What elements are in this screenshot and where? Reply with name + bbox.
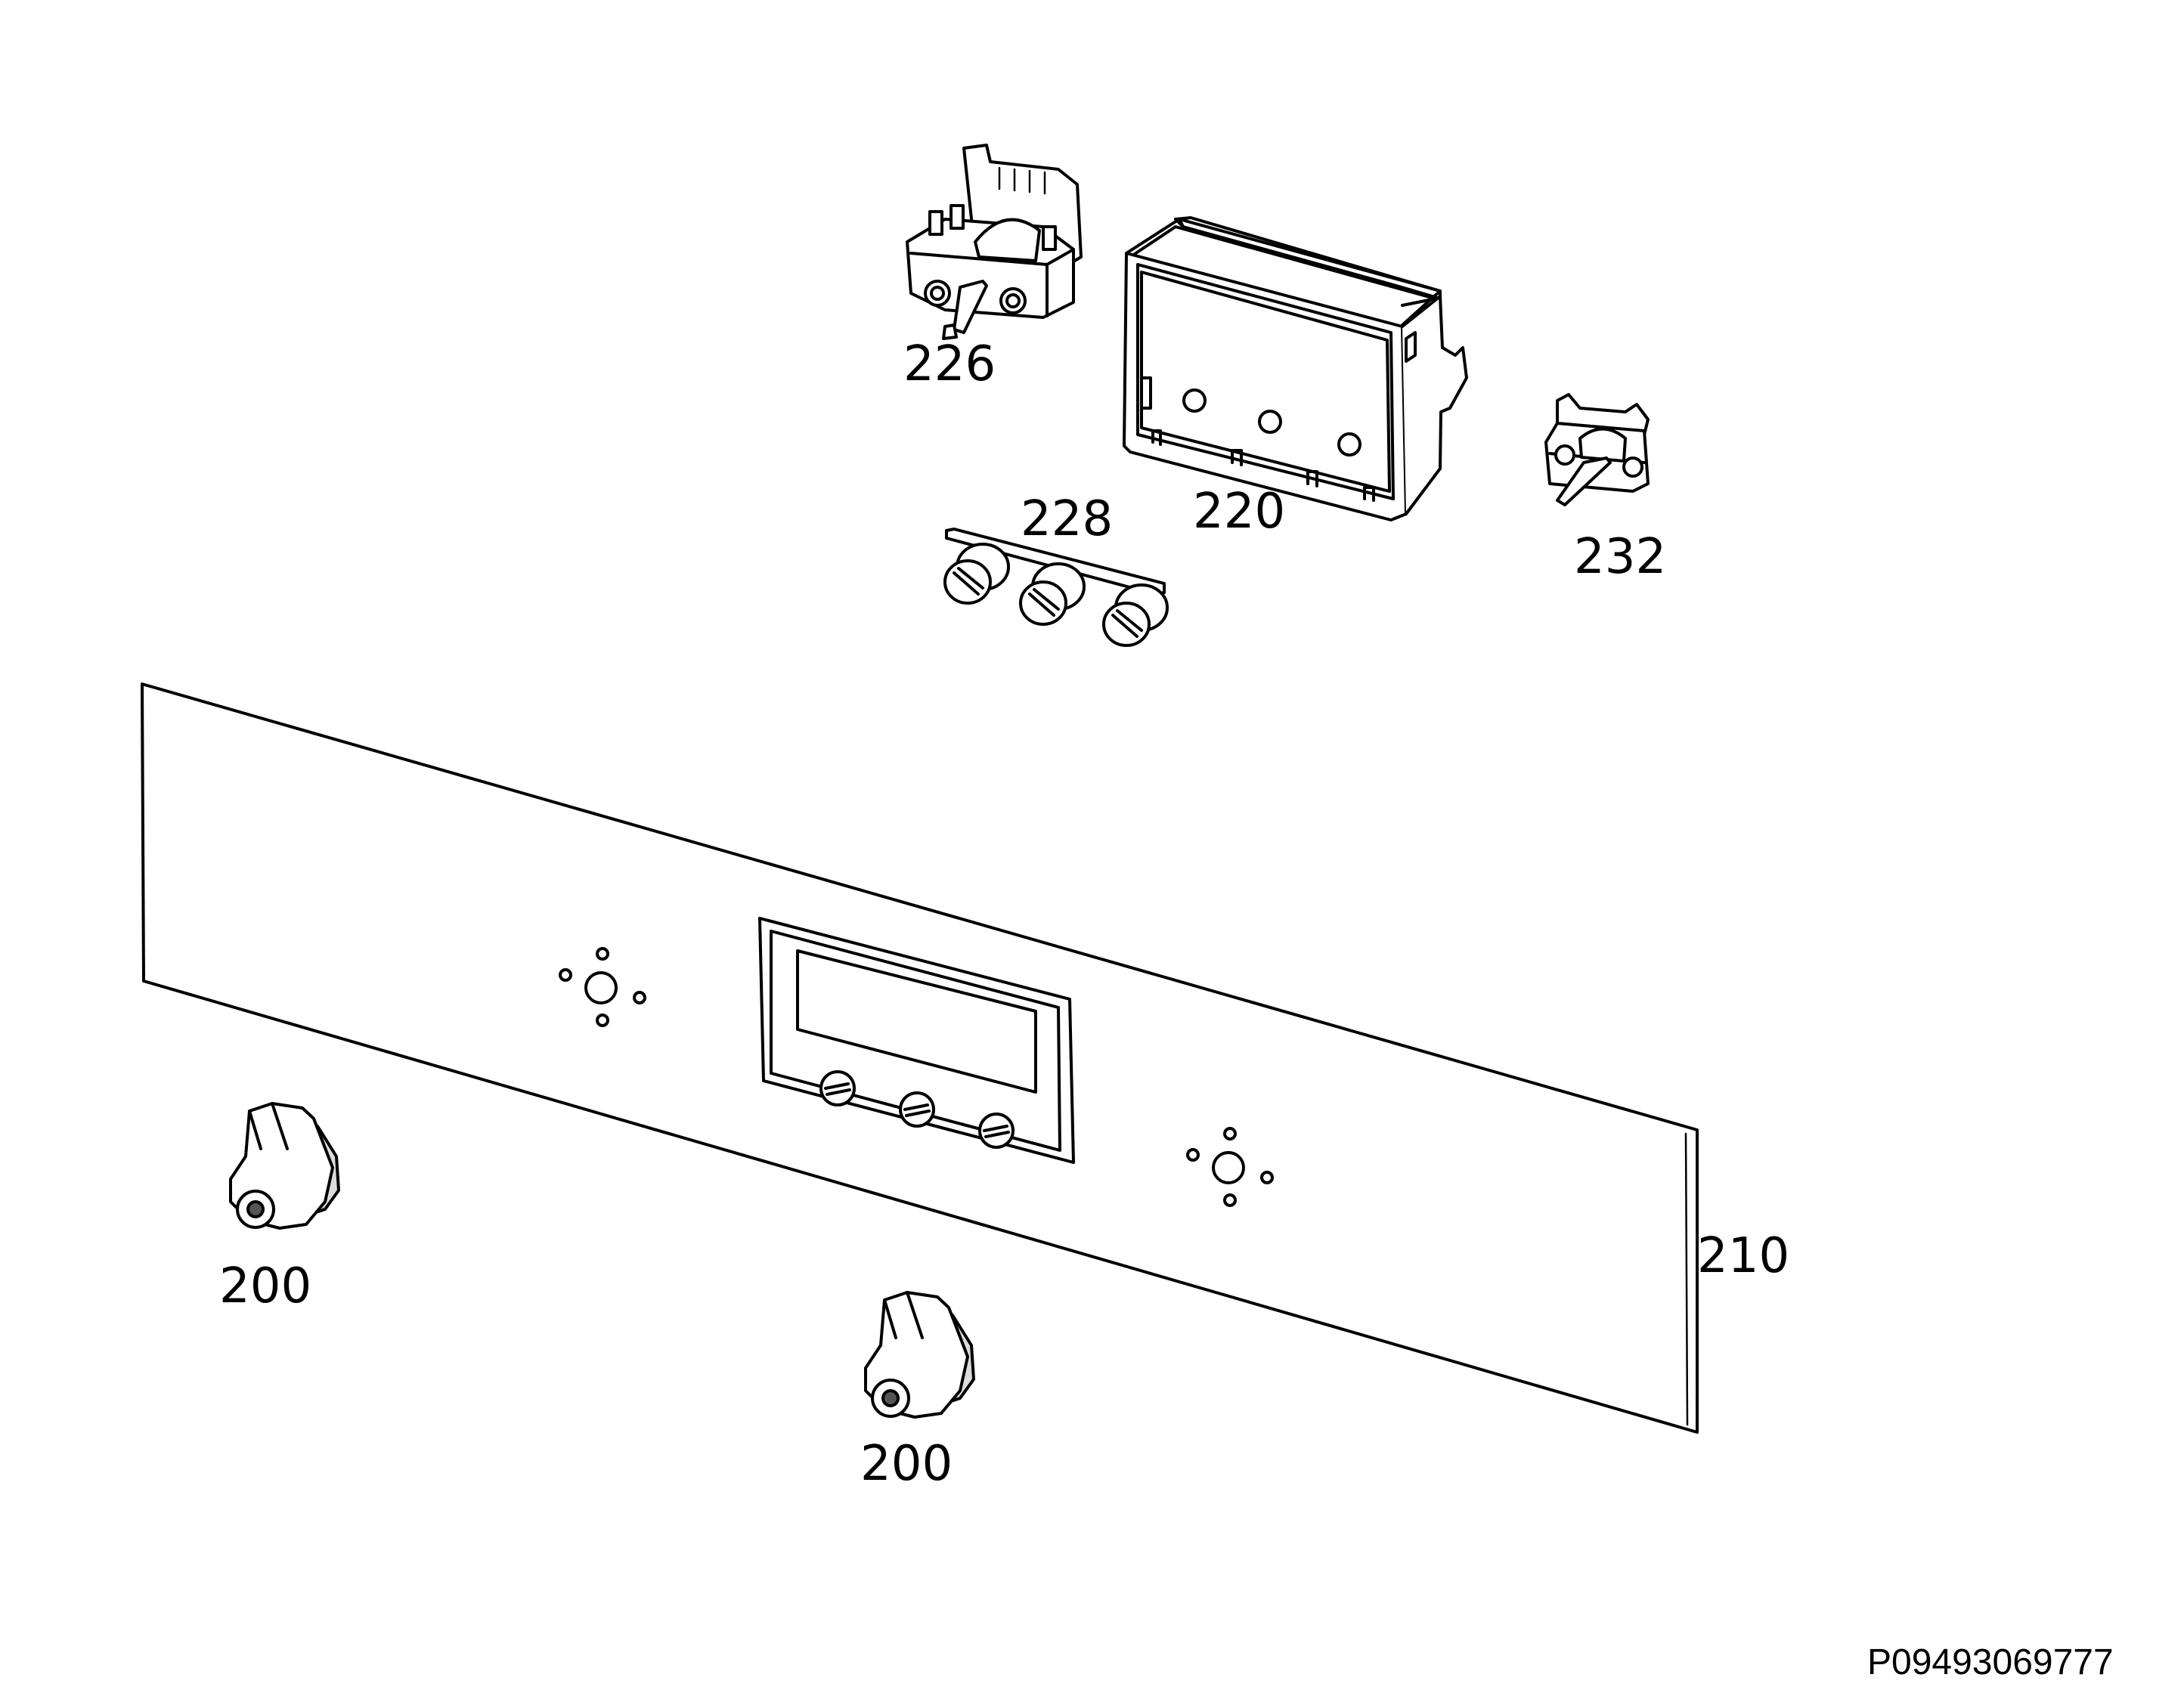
part-232-rotary-switch bbox=[1544, 393, 1650, 506]
part-200-knob-left bbox=[229, 1102, 340, 1230]
push-button-1 bbox=[943, 543, 1010, 605]
part-210-control-panel bbox=[141, 682, 1699, 1434]
label-232: 232 bbox=[1574, 529, 1666, 585]
label-220: 220 bbox=[1193, 484, 1285, 540]
document-code: P09493069777 bbox=[1867, 1642, 2114, 1682]
push-button-3 bbox=[1102, 583, 1169, 647]
label-226: 226 bbox=[903, 336, 996, 392]
part-228-push-buttons bbox=[943, 528, 1169, 647]
label-210: 210 bbox=[1697, 1228, 1789, 1284]
part-226-rotary-switch bbox=[906, 144, 1083, 340]
label-200-left: 200 bbox=[219, 1258, 311, 1314]
label-200-center: 200 bbox=[860, 1436, 953, 1492]
push-button-2 bbox=[1019, 562, 1086, 626]
label-228: 228 bbox=[1021, 491, 1113, 547]
part-200-knob-center bbox=[864, 1291, 975, 1419]
part-220-display-housing bbox=[1123, 216, 1468, 521]
